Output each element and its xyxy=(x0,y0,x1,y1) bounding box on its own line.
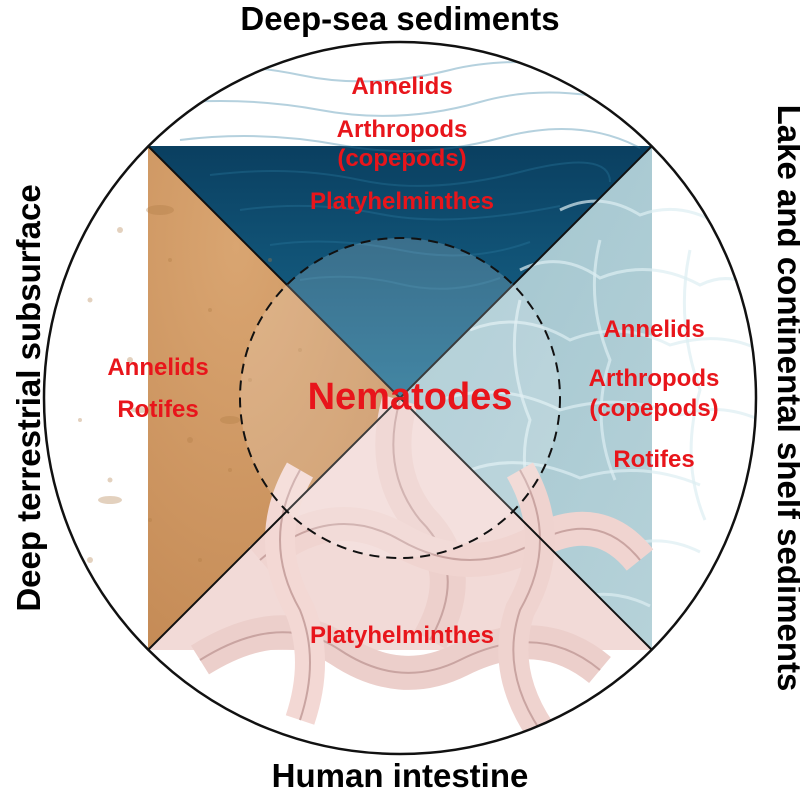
intestine-organism-1: Platyhelminthes xyxy=(310,622,494,649)
habitat-label-lake-shelf: Lake and continental shelf sediments xyxy=(771,105,800,692)
habitat-label-deep-sea: Deep-sea sediments xyxy=(240,0,559,37)
intestine-texture xyxy=(190,395,654,739)
sector-dividers xyxy=(147,145,653,651)
nematodes-core xyxy=(240,238,560,558)
deep-sea-organism-4: Platyhelminthes xyxy=(310,188,494,215)
deep-sea-sector xyxy=(148,146,652,398)
lake-shelf-organism-1: Annelids xyxy=(603,316,704,343)
habitat-label-terrestrial: Deep terrestrial subsurface xyxy=(10,184,47,611)
lake-shelf-organism-4: Rotifes xyxy=(613,446,694,473)
terrestrial-organism-1: Annelids xyxy=(107,354,208,381)
terrestrial-sector xyxy=(148,146,400,650)
disk-outline xyxy=(42,40,758,756)
lake-shelf-organism-3: (copepods) xyxy=(589,395,718,422)
lake-shelf-organism-2: Arthropods xyxy=(589,365,720,392)
center-label: Nematodes xyxy=(308,376,513,418)
terrestrial-texture xyxy=(78,205,302,563)
deep-sea-organism-1: Annelids xyxy=(351,73,452,100)
deep-sea-organism-3: (copepods) xyxy=(337,145,466,172)
terrestrial-organism-2: Rotifes xyxy=(117,396,198,423)
deep-sea-organism-2: Arthropods xyxy=(337,116,468,143)
core-dashed-ring xyxy=(239,237,561,559)
lake-shelf-texture xyxy=(439,199,756,608)
habitat-label-intestine: Human intestine xyxy=(272,757,529,794)
